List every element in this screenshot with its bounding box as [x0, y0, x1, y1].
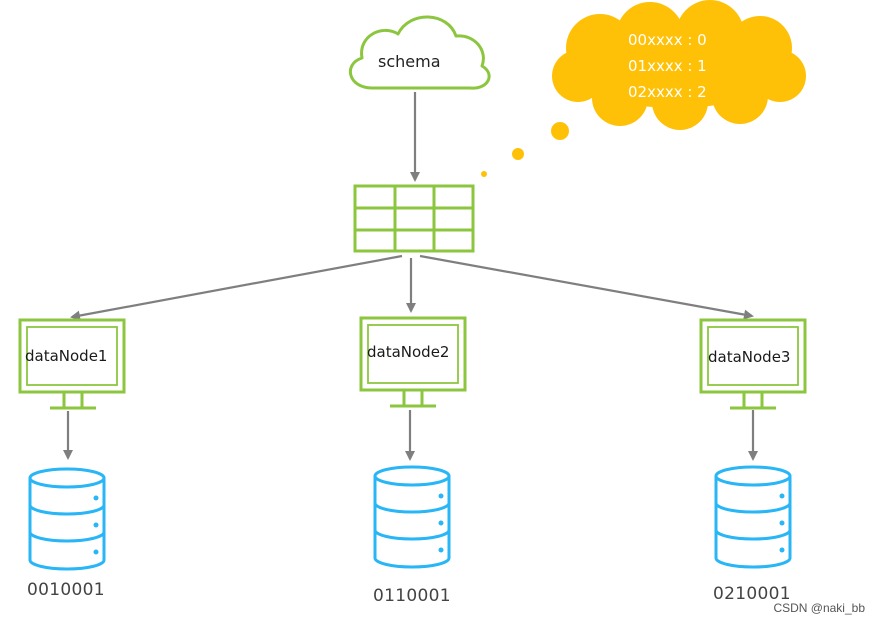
database-icon-1	[28, 467, 106, 571]
database-icon-3	[714, 465, 792, 569]
routing-table-icon	[353, 184, 475, 253]
thought-bubble-cloud-icon	[552, 0, 806, 130]
thought-dot-large	[551, 122, 569, 140]
monitor-icon-node1	[18, 318, 126, 410]
bubble-line-3: 02xxxx : 2	[628, 83, 707, 101]
database-icon-2	[373, 465, 451, 569]
database-label-2: 0110001	[373, 586, 451, 606]
schema-cloud-icon	[348, 15, 491, 90]
bubble-line-1: 00xxxx : 0	[628, 31, 707, 49]
database-label-1: 0010001	[27, 580, 105, 600]
monitor-icon-node2	[359, 316, 467, 408]
arrow-table-to-node3	[419, 254, 754, 320]
bubble-line-2: 01xxxx : 1	[628, 57, 707, 75]
database-label-3: 0210001	[713, 584, 791, 604]
node-label-1: dataNode1	[25, 347, 108, 365]
monitor-icon-node3	[699, 318, 807, 410]
node-label-2: dataNode2	[367, 343, 450, 361]
arrows	[63, 92, 758, 461]
node-label-3: dataNode3	[708, 348, 791, 366]
thought-dot-medium	[512, 148, 524, 160]
thought-dot-small	[481, 171, 487, 177]
watermark: CSDN @naki_bb	[773, 601, 865, 615]
schema-label: schema	[378, 52, 441, 71]
arrow-table-to-node1	[70, 254, 403, 321]
